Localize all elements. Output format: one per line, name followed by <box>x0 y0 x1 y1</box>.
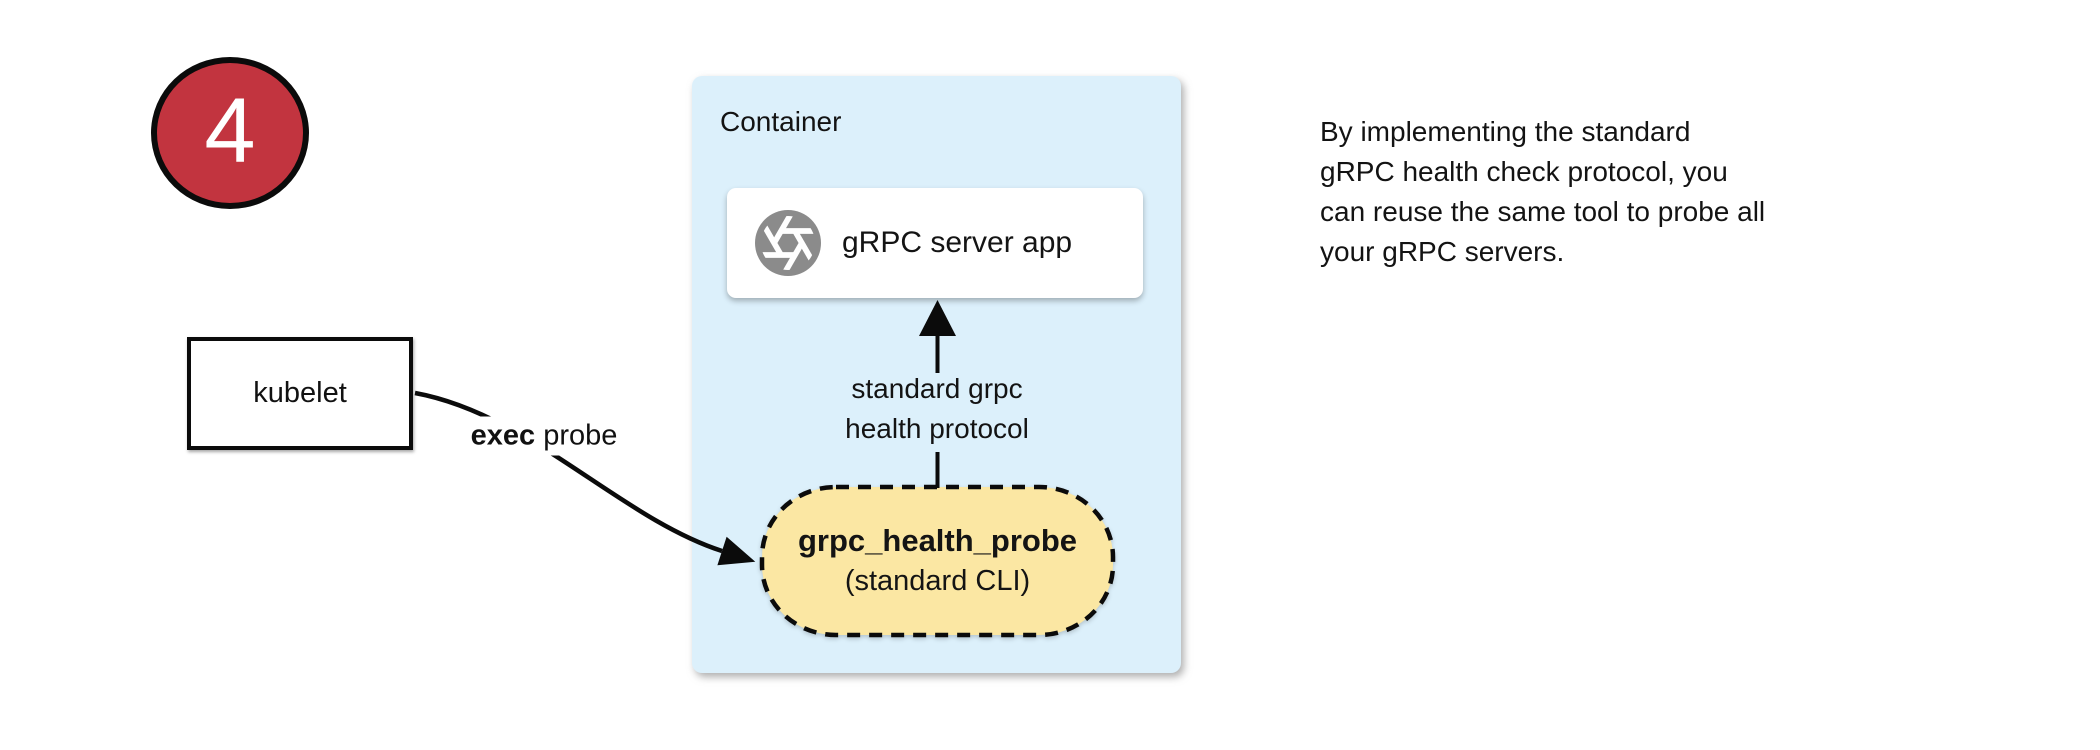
note-line: can reuse the same tool to probe all <box>1320 196 1766 227</box>
grpc-health-probe-subtitle: (standard CLI) <box>844 565 1031 597</box>
note-line: your gRPC servers. <box>1320 236 1565 267</box>
step-number-badge: 4 <box>151 57 309 209</box>
aperture-icon <box>755 210 821 276</box>
note-text: By implementing the standard gRPC health… <box>1320 112 1765 272</box>
health-protocol-line1: standard grpc <box>851 373 1023 404</box>
kubelet-label: kubelet <box>253 377 347 409</box>
grpc-health-probe-title: grpc_health_probe <box>797 523 1078 558</box>
health-protocol-label: standard grpc health protocol <box>845 369 1029 449</box>
kubelet-node: kubelet <box>187 337 413 450</box>
health-protocol-line2: health protocol <box>845 413 1029 444</box>
note-line: gRPC health check protocol, you <box>1320 156 1728 187</box>
grpc-server-app-node: gRPC server app <box>727 188 1143 298</box>
exec-probe-rest: probe <box>535 419 618 452</box>
note-line: By implementing the standard <box>1320 116 1691 147</box>
step-number: 4 <box>204 80 256 182</box>
exec-probe-label: exec probe <box>462 416 626 456</box>
container-title: Container <box>720 106 842 137</box>
grpc-server-app-label: gRPC server app <box>842 226 1073 259</box>
exec-probe-keyword: exec <box>470 419 536 452</box>
grpc-health-probe-node: grpc_health_probe (standard CLI) <box>760 487 1115 635</box>
